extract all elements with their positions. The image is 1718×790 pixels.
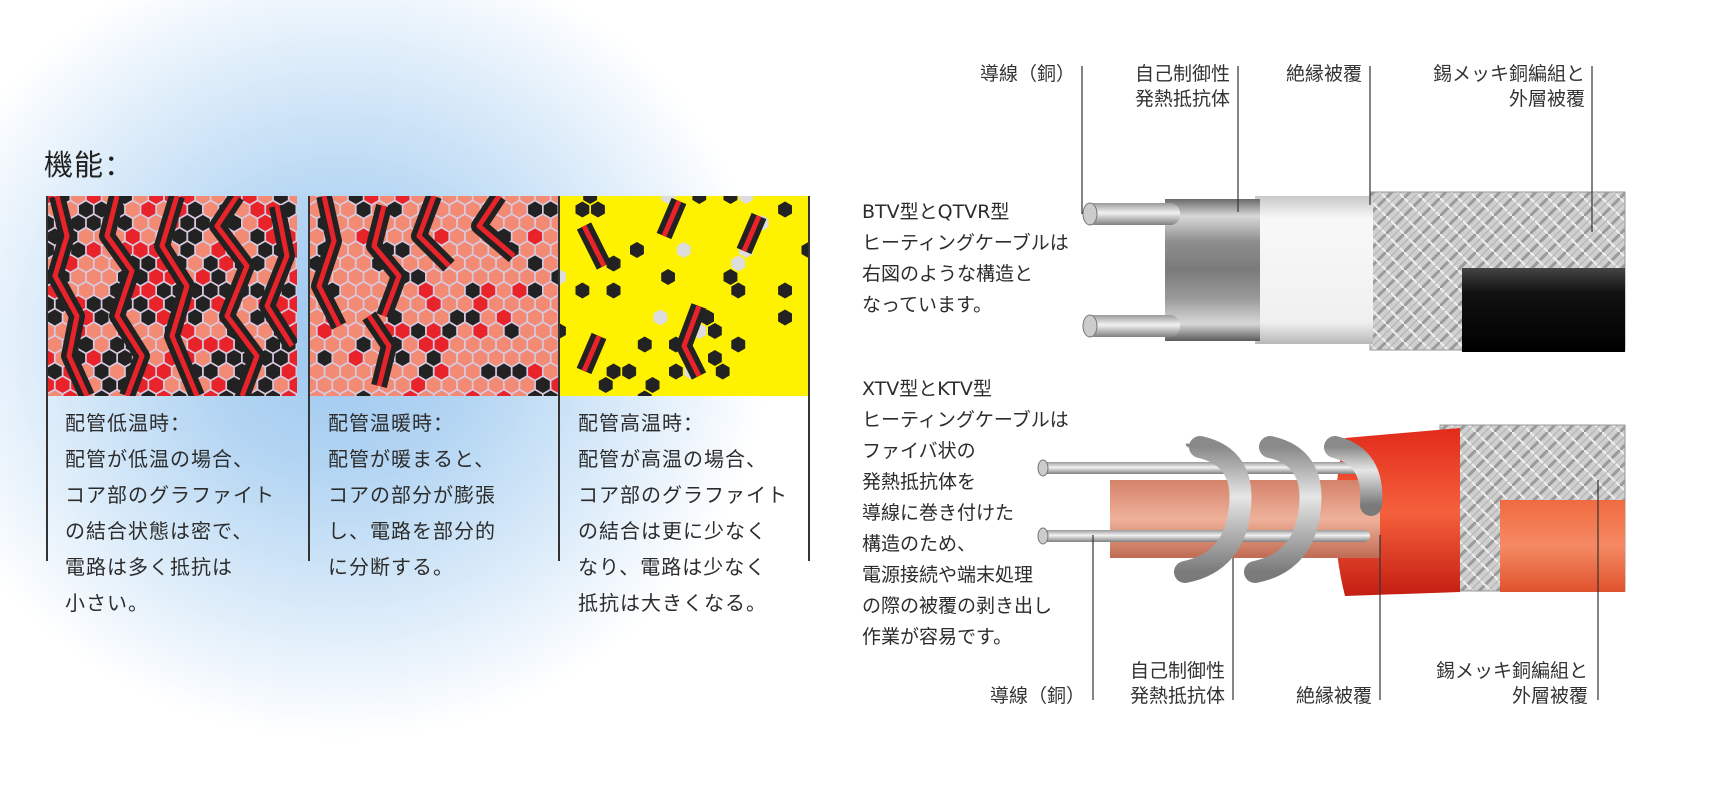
- panel-heading: 配管温暖時：: [328, 411, 454, 435]
- panel-text-line: コア部のグラファイト: [65, 483, 275, 507]
- label-line: 錫メッキ銅編組と: [1435, 660, 1588, 682]
- panel-heading: 配管低温時：: [65, 411, 191, 435]
- panel-text-line: 配管が暖まると、: [328, 447, 496, 471]
- intro-line: ヒーティングケーブルは: [862, 232, 1069, 254]
- intro-line: 発熱抵抗体を: [862, 471, 977, 493]
- divider-line: [46, 196, 48, 561]
- intro-line: 構造のため、: [862, 533, 977, 555]
- xtv-label-conductor: 導線（銅）: [990, 685, 1086, 707]
- btv-leader-lines: [1081, 66, 1593, 232]
- divider-line: [308, 196, 310, 561]
- xtv-label-insulation: 絶縁被覆: [1295, 685, 1372, 707]
- xtv-cable-illustration: [1037, 424, 1626, 596]
- panel-text-line: コアの部分が膨張: [328, 483, 496, 507]
- xtv-label-braid: 錫メッキ銅編組と 外層被覆: [1403, 659, 1588, 709]
- label-line: 錫メッキ銅編組と: [1432, 63, 1585, 85]
- panel-text-line: し、電路を部分的: [328, 519, 496, 543]
- label-line: 発熱抵抗体: [1134, 88, 1230, 110]
- panel-warm-temp-graphic: [309, 196, 559, 396]
- panel-high-temp-graphic: [559, 196, 809, 396]
- section-title: 機能：: [44, 148, 135, 182]
- panel-text-line: に分断する。: [328, 555, 454, 579]
- panel-low-temp-text: 配管低温時： 配管が低温の場合、 コア部のグラファイト の結合状態は密で、 電路…: [65, 405, 275, 621]
- panel-text-line: の結合は更に少なく: [578, 519, 767, 543]
- label-line: 発熱抵抗体: [1129, 685, 1225, 707]
- panel-low-temp-graphic: [47, 196, 297, 396]
- intro-line: XTV型とKTV型: [862, 378, 992, 400]
- xtv-intro-text: XTV型とKTV型 ヒーティングケーブルは ファイバ状の 発熱抵抗体を 導線に巻…: [862, 374, 1069, 653]
- intro-line: 電源接続や端末処理: [862, 564, 1034, 586]
- btv-label-braid: 錫メッキ銅編組と 外層被覆: [1400, 62, 1585, 112]
- panel-text-line: 配管が高温の場合、: [578, 447, 767, 471]
- panel-text-line: 抵抗は大きくなる。: [578, 591, 767, 615]
- divider-line: [808, 196, 810, 561]
- panel-text-line: なり、電路は少なく: [578, 555, 767, 579]
- intro-line: 右図のような構造と: [862, 263, 1034, 285]
- intro-line: ファイバ状の: [862, 440, 976, 462]
- label-line: 自己制御性: [1129, 660, 1225, 682]
- intro-line: BTV型とQTVR型: [862, 201, 1010, 223]
- intro-line: ヒーティングケーブルは: [862, 409, 1069, 431]
- label-line: 外層被覆: [1511, 685, 1588, 707]
- btv-cable-illustration: [1082, 191, 1626, 352]
- btv-intro-text: BTV型とQTVR型 ヒーティングケーブルは 右図のような構造と なっています。: [862, 197, 1069, 321]
- intro-line: 導線に巻き付けた: [862, 502, 1015, 524]
- btv-label-element: 自己制御性 発熱抵抗体: [1110, 62, 1230, 112]
- label-line: 外層被覆: [1508, 88, 1585, 110]
- panel-warm-temp-text: 配管温暖時： 配管が暖まると、 コアの部分が膨張 し、電路を部分的 に分断する。: [328, 405, 496, 585]
- xtv-leader-lines: [1092, 480, 1599, 700]
- panel-high-temp-text: 配管高温時： 配管が高温の場合、 コア部のグラファイト の結合は更に少なく なり…: [578, 405, 788, 621]
- panel-text-line: 小さい。: [65, 591, 149, 615]
- panel-text-line: 電路は多く抵抗は: [65, 555, 233, 579]
- xtv-label-element: 自己制御性 発熱抵抗体: [1105, 659, 1225, 709]
- label-line: 自己制御性: [1134, 63, 1230, 85]
- divider-line: [558, 196, 560, 561]
- intro-line: なっています。: [862, 294, 993, 316]
- intro-line: の際の被覆の剥き出し: [862, 595, 1053, 617]
- btv-label-insulation: 絶縁被覆: [1285, 63, 1362, 85]
- panel-heading: 配管高温時：: [578, 411, 704, 435]
- btv-label-conductor: 導線（銅）: [980, 63, 1076, 85]
- panel-text-line: の結合状態は密で、: [65, 519, 254, 543]
- intro-line: 作業が容易です。: [862, 626, 1013, 648]
- panel-text-line: 配管が低温の場合、: [65, 447, 254, 471]
- panel-text-line: コア部のグラファイト: [578, 483, 788, 507]
